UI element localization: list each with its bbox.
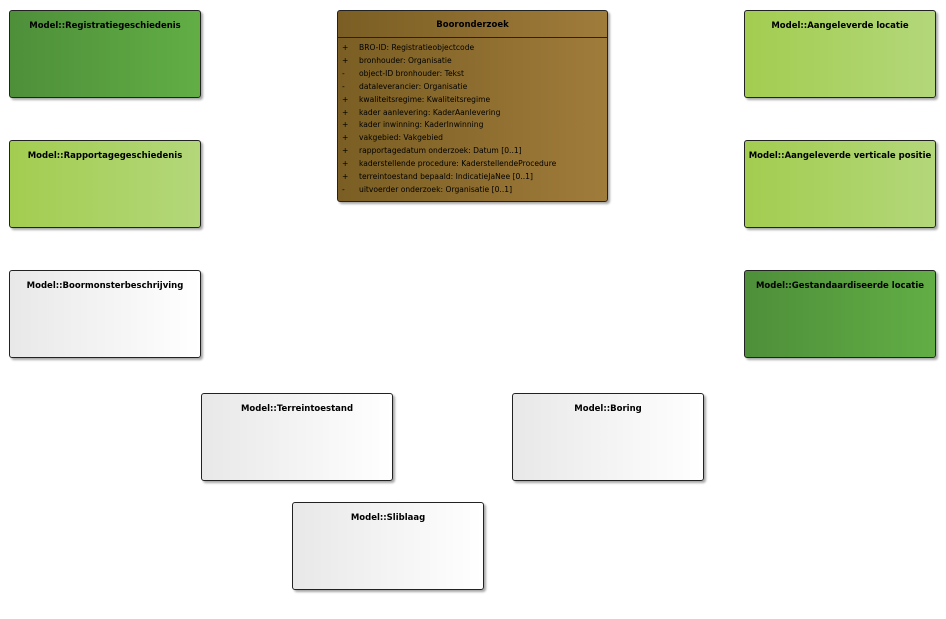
visibility-marker: + bbox=[342, 133, 349, 143]
attribute-text: terreintoestand bepaald: IndicatieJaNee … bbox=[359, 172, 533, 182]
class-name: Model::Rapportagegeschiedenis bbox=[27, 151, 183, 161]
attribute-item: + BRO-ID: Registratieobjectcode bbox=[338, 42, 607, 55]
class-box-sliblaag[interactable]: Model::Sliblaag bbox=[292, 502, 484, 590]
class-box-boring[interactable]: Model::Boring bbox=[512, 393, 704, 481]
class-name: Model::Aangeleverde locatie bbox=[771, 21, 909, 31]
attribute-text: object-ID bronhouder: Tekst bbox=[359, 68, 464, 78]
attribute-item: + rapportagedatum onderzoek: Datum [0..1] bbox=[338, 145, 607, 158]
attribute-text: kaderstellende procedure: Kaderstellende… bbox=[359, 159, 557, 169]
attribute-text: bronhouder: Organisatie bbox=[359, 55, 452, 65]
visibility-marker: + bbox=[342, 159, 349, 169]
class-box-registratiegeschiedenis[interactable]: Model::Registratiegeschiedenis bbox=[9, 10, 201, 98]
class-name: Model::Registratiegeschiedenis bbox=[29, 21, 181, 31]
attribute-item: - uitvoerder onderzoek: Organisatie [0..1… bbox=[338, 184, 607, 197]
attribute-text: rapportagedatum onderzoek: Datum [0..1] bbox=[359, 146, 522, 156]
attribute-item: + kaderstellende procedure: Kaderstellend… bbox=[338, 158, 607, 171]
visibility-marker: + bbox=[342, 172, 349, 182]
attribute-item: - dataleverancier: Organisatie bbox=[338, 81, 607, 94]
visibility-marker: + bbox=[342, 146, 349, 156]
class-name: Model::Boormonsterbeschrijving bbox=[26, 281, 184, 291]
class-box-rapportagegeschiedenis[interactable]: Model::Rapportagegeschiedenis bbox=[9, 140, 201, 228]
class-box-terreintoestand[interactable]: Model::Terreintoestand bbox=[201, 393, 393, 481]
class-box-booronderzoek[interactable]: Booronderzoek + BRO-ID: Registratieobject… bbox=[337, 10, 608, 202]
attribute-item: + terreintoestand bepaald: IndicatieJaNee… bbox=[338, 171, 607, 184]
attribute-text: kader aanlevering: KaderAanlevering bbox=[359, 107, 501, 117]
visibility-marker: + bbox=[342, 43, 349, 52]
attribute-list: + BRO-ID: Registratieobjectcode + bronhoud… bbox=[338, 38, 607, 197]
attribute-text: BRO-ID: Registratieobjectcode bbox=[359, 43, 475, 52]
attribute-item: + vakgebied: Vakgebied bbox=[338, 132, 607, 145]
class-box-gestandaardiseerde-locatie[interactable]: Model::Gestandaardiseerde locatie bbox=[744, 270, 936, 358]
class-name: Booronderzoek bbox=[338, 11, 607, 38]
class-name: Model::Sliblaag bbox=[350, 513, 426, 523]
visibility-marker: - bbox=[342, 68, 345, 78]
visibility-marker: - bbox=[342, 81, 345, 91]
class-name: Model::Boring bbox=[574, 404, 642, 414]
visibility-marker: + bbox=[342, 55, 349, 65]
class-name: Model::Aangeleverde verticale positie bbox=[748, 151, 932, 161]
attribute-item: + bronhouder: Organisatie bbox=[338, 55, 607, 68]
class-box-aangeleverde-locatie[interactable]: Model::Aangeleverde locatie bbox=[744, 10, 936, 98]
attribute-item: + kader inwinning: KaderInwinning bbox=[338, 119, 607, 132]
class-name: Model::Terreintoestand bbox=[240, 404, 354, 414]
class-box-aangeleverde-verticale-positie[interactable]: Model::Aangeleverde verticale positie bbox=[744, 140, 936, 228]
attribute-text: kwaliteitsregime: Kwaliteitsregime bbox=[359, 94, 491, 104]
attribute-text: kader inwinning: KaderInwinning bbox=[359, 120, 484, 130]
attribute-item: + kader aanlevering: KaderAanlevering bbox=[338, 107, 607, 120]
attribute-text: vakgebied: Vakgebied bbox=[359, 133, 444, 143]
class-name: Model::Gestandaardiseerde locatie bbox=[755, 281, 925, 291]
class-box-boormonsterbeschrijving[interactable]: Model::Boormonsterbeschrijving bbox=[9, 270, 201, 358]
attribute-text: uitvoerder onderzoek: Organisatie [0..1] bbox=[359, 184, 513, 194]
visibility-marker: + bbox=[342, 120, 349, 130]
attribute-item: - object-ID bronhouder: Tekst bbox=[338, 68, 607, 81]
visibility-marker: - bbox=[342, 184, 345, 194]
attribute-text: dataleverancier: Organisatie bbox=[359, 81, 468, 91]
visibility-marker: + bbox=[342, 94, 349, 104]
visibility-marker: + bbox=[342, 107, 349, 117]
attribute-item: + kwaliteitsregime: Kwaliteitsregime bbox=[338, 94, 607, 107]
